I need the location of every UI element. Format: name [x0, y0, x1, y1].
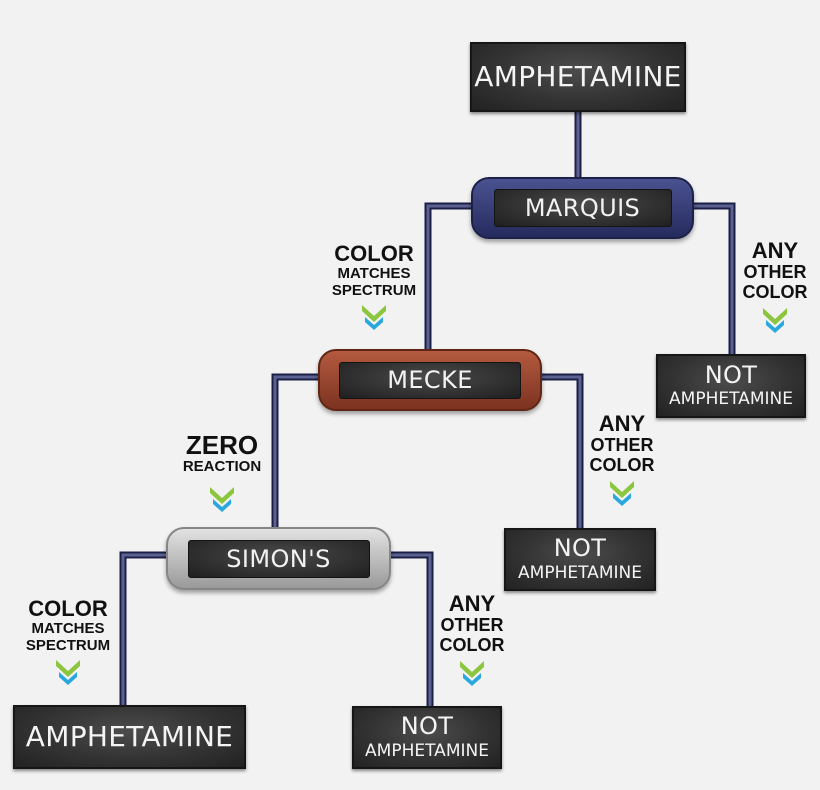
- condition-line-3: COLOR: [439, 635, 505, 655]
- condition-line-3: SPECTRUM: [331, 282, 417, 299]
- condition-line-2: OTHER: [440, 615, 504, 635]
- line-mecke-not: [536, 375, 582, 530]
- condition-line-1: ANY: [598, 411, 646, 436]
- condition-line-2: REACTION: [182, 458, 262, 475]
- simons-test-node: SIMON'S: [166, 527, 391, 590]
- simons-label: SIMON'S: [187, 539, 370, 578]
- not-amphetamine-node-3: NOT AMPHETAMINE: [352, 706, 502, 769]
- condition-line-1: ANY: [751, 238, 799, 263]
- not-label: NOT: [400, 712, 454, 741]
- not-amphetamine-node-2: NOT AMPHETAMINE: [504, 528, 656, 591]
- condition-line-1: ANY: [448, 591, 496, 616]
- amphetamine-label: AMPHETAMINE: [669, 389, 793, 410]
- double-chevron-down-icon: [763, 308, 787, 333]
- line-simons-not: [385, 553, 432, 708]
- not-amphetamine-node-1: NOT AMPHETAMINE: [656, 354, 806, 418]
- amphetamine-result-label: AMPHETAMINE: [25, 720, 234, 754]
- condition-mecke-left: ZERO REACTION: [170, 432, 274, 513]
- condition-line-1: COLOR: [334, 241, 414, 266]
- line-marquis-not: [688, 204, 734, 355]
- condition-marquis-right: ANY OTHER COLOR: [732, 240, 818, 334]
- condition-line-2: MATCHES: [337, 265, 411, 282]
- double-chevron-down-icon: [362, 305, 386, 330]
- condition-line-1: ZERO: [185, 430, 259, 460]
- amphetamine-label: AMPHETAMINE: [365, 740, 489, 761]
- root-node-label: AMPHETAMINE: [474, 60, 682, 94]
- condition-line-2: OTHER: [743, 262, 807, 282]
- condition-simons-left: COLOR MATCHES SPECTRUM: [16, 598, 120, 686]
- not-label: NOT: [553, 534, 607, 563]
- mecke-test-node: MECKE: [318, 349, 542, 411]
- line-marquis-mecke: [426, 204, 472, 352]
- double-chevron-down-icon: [210, 487, 234, 512]
- condition-mecke-right: ANY OTHER COLOR: [584, 413, 660, 507]
- condition-line-3: COLOR: [589, 455, 655, 475]
- condition-line-2: OTHER: [590, 435, 654, 455]
- condition-line-3: SPECTRUM: [25, 637, 111, 654]
- double-chevron-down-icon: [610, 481, 634, 506]
- amphetamine-result-node: AMPHETAMINE: [13, 705, 246, 769]
- condition-simons-right: ANY OTHER COLOR: [432, 593, 512, 687]
- marquis-label: MARQUIS: [493, 189, 672, 227]
- condition-marquis-left: COLOR MATCHES SPECTRUM: [318, 243, 430, 331]
- root-node: AMPHETAMINE: [470, 42, 686, 112]
- line-mecke-simons: [273, 375, 320, 530]
- double-chevron-down-icon: [460, 661, 484, 686]
- mecke-label: MECKE: [339, 361, 521, 399]
- condition-line-3: COLOR: [742, 282, 808, 302]
- condition-line-1: COLOR: [28, 596, 108, 621]
- double-chevron-down-icon: [56, 660, 80, 685]
- condition-line-2: MATCHES: [31, 620, 105, 637]
- not-label: NOT: [704, 360, 758, 389]
- amphetamine-label: AMPHETAMINE: [518, 562, 642, 583]
- line-simons-amphetamine: [121, 553, 168, 708]
- marquis-test-node: MARQUIS: [471, 177, 694, 239]
